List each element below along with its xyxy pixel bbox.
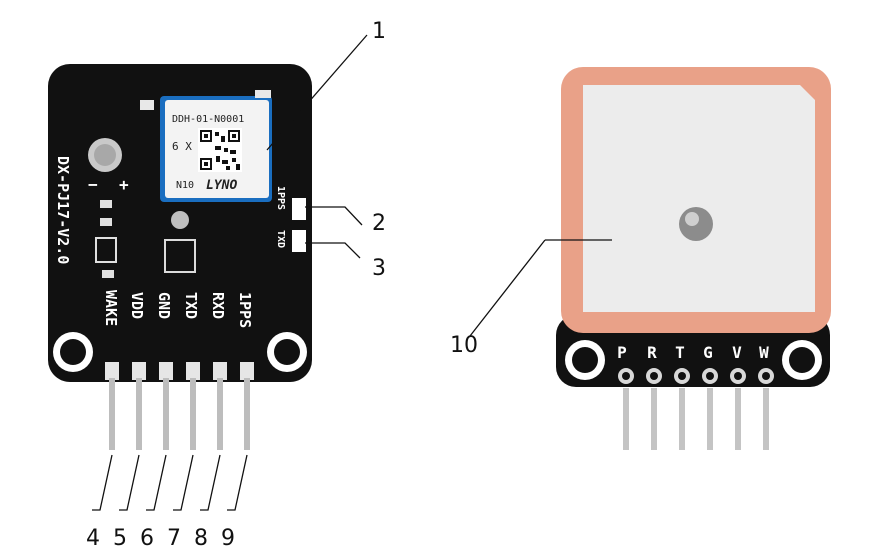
- module-code-text: DDH-01-N0001: [172, 114, 244, 125]
- via-pad: [171, 211, 189, 229]
- back-pin-hole: [622, 372, 630, 380]
- antenna-board: P R T G V W: [556, 67, 831, 450]
- callout-8: 8: [194, 526, 208, 551]
- led-txd: [292, 230, 306, 252]
- callout-1: 1: [372, 19, 386, 44]
- back-pin-hole: [734, 372, 742, 380]
- leader-7: [173, 455, 193, 510]
- smd-part-d: [102, 270, 114, 278]
- callout-2: 2: [372, 211, 386, 236]
- front-pin: [190, 378, 196, 450]
- smd-part-b: [100, 218, 112, 226]
- back-pin: [735, 388, 741, 450]
- led-1pps: [292, 198, 306, 220]
- back-pin: [623, 388, 629, 450]
- callout-7: 7: [167, 526, 181, 551]
- back-pin: [707, 388, 713, 450]
- back-pin-label-r: R: [647, 343, 657, 362]
- callout-10: 10: [450, 333, 478, 358]
- leader-5: [119, 455, 139, 510]
- front-pin-housing: [186, 362, 200, 380]
- front-pin-housing: [105, 362, 119, 380]
- back-pin-label-v: V: [732, 343, 742, 362]
- front-board: DDH-01-N0001 6 X: [48, 64, 312, 450]
- pin-label-txd: TXD: [182, 292, 200, 319]
- pin-label-1pps: 1PPS: [236, 292, 254, 328]
- front-pin: [136, 378, 142, 450]
- mounting-hole-left: [53, 332, 93, 372]
- front-pin: [217, 378, 223, 450]
- antenna-patch: [583, 85, 815, 312]
- back-pin: [651, 388, 657, 450]
- front-pin: [244, 378, 250, 450]
- module-x-text: 6 X: [172, 140, 192, 153]
- module-brand-text: LYNO: [206, 178, 237, 193]
- mounting-hole-back-right: [782, 340, 822, 380]
- pin-label-rxd: RXD: [209, 292, 227, 319]
- smd-part-a: [100, 200, 112, 208]
- mounting-hole-right: [267, 332, 307, 372]
- callout-9: 9: [221, 526, 235, 551]
- pin-label-vdd: VDD: [128, 292, 146, 319]
- antenna-feed-highlight: [685, 212, 699, 226]
- front-pin-housing: [213, 362, 227, 380]
- pin-label-gnd: GND: [155, 292, 173, 319]
- back-pin-hole: [678, 372, 686, 380]
- battery-plus-label: +: [119, 175, 129, 194]
- back-pin-label-w: W: [759, 343, 769, 362]
- front-pin: [163, 378, 169, 450]
- smd-cap: [140, 100, 154, 110]
- front-pin-housing: [240, 362, 254, 380]
- front-pin-housing: [159, 362, 173, 380]
- callout-3: 3: [372, 256, 386, 281]
- leader-6: [146, 455, 166, 510]
- module-model-text: N10: [176, 180, 194, 191]
- led-label-txd: TXD: [275, 230, 286, 248]
- back-pin-hole: [762, 372, 770, 380]
- board-label: DX-PJ17-V2.0: [54, 156, 72, 264]
- leader-8: [200, 455, 220, 510]
- leader-3: [305, 243, 360, 258]
- front-pin-housing: [132, 362, 146, 380]
- callout-6: 6: [140, 526, 154, 551]
- back-pin: [763, 388, 769, 450]
- battery-minus-label: −: [88, 175, 98, 194]
- back-pin-label-p: P: [617, 343, 627, 362]
- leader-10: [470, 240, 545, 336]
- led-label-1pps: 1PPS: [275, 186, 286, 210]
- leader-4: [92, 455, 112, 510]
- callout-5: 5: [113, 526, 127, 551]
- back-pin: [679, 388, 685, 450]
- back-pin-label-g: G: [703, 343, 713, 362]
- qr-code: [198, 128, 242, 172]
- back-pin-hole: [650, 372, 658, 380]
- back-pin-label-t: T: [675, 343, 685, 362]
- leader-2: [305, 207, 362, 225]
- gps-module-shield: DDH-01-N0001 6 X: [160, 96, 272, 202]
- back-pin-hole: [706, 372, 714, 380]
- callout-4: 4: [86, 526, 100, 551]
- pin-label-wake: WAKE: [102, 290, 120, 326]
- front-pin: [109, 378, 115, 450]
- smd-resistor: [255, 90, 271, 98]
- mounting-hole-back-left: [565, 340, 605, 380]
- leader-9: [227, 455, 247, 510]
